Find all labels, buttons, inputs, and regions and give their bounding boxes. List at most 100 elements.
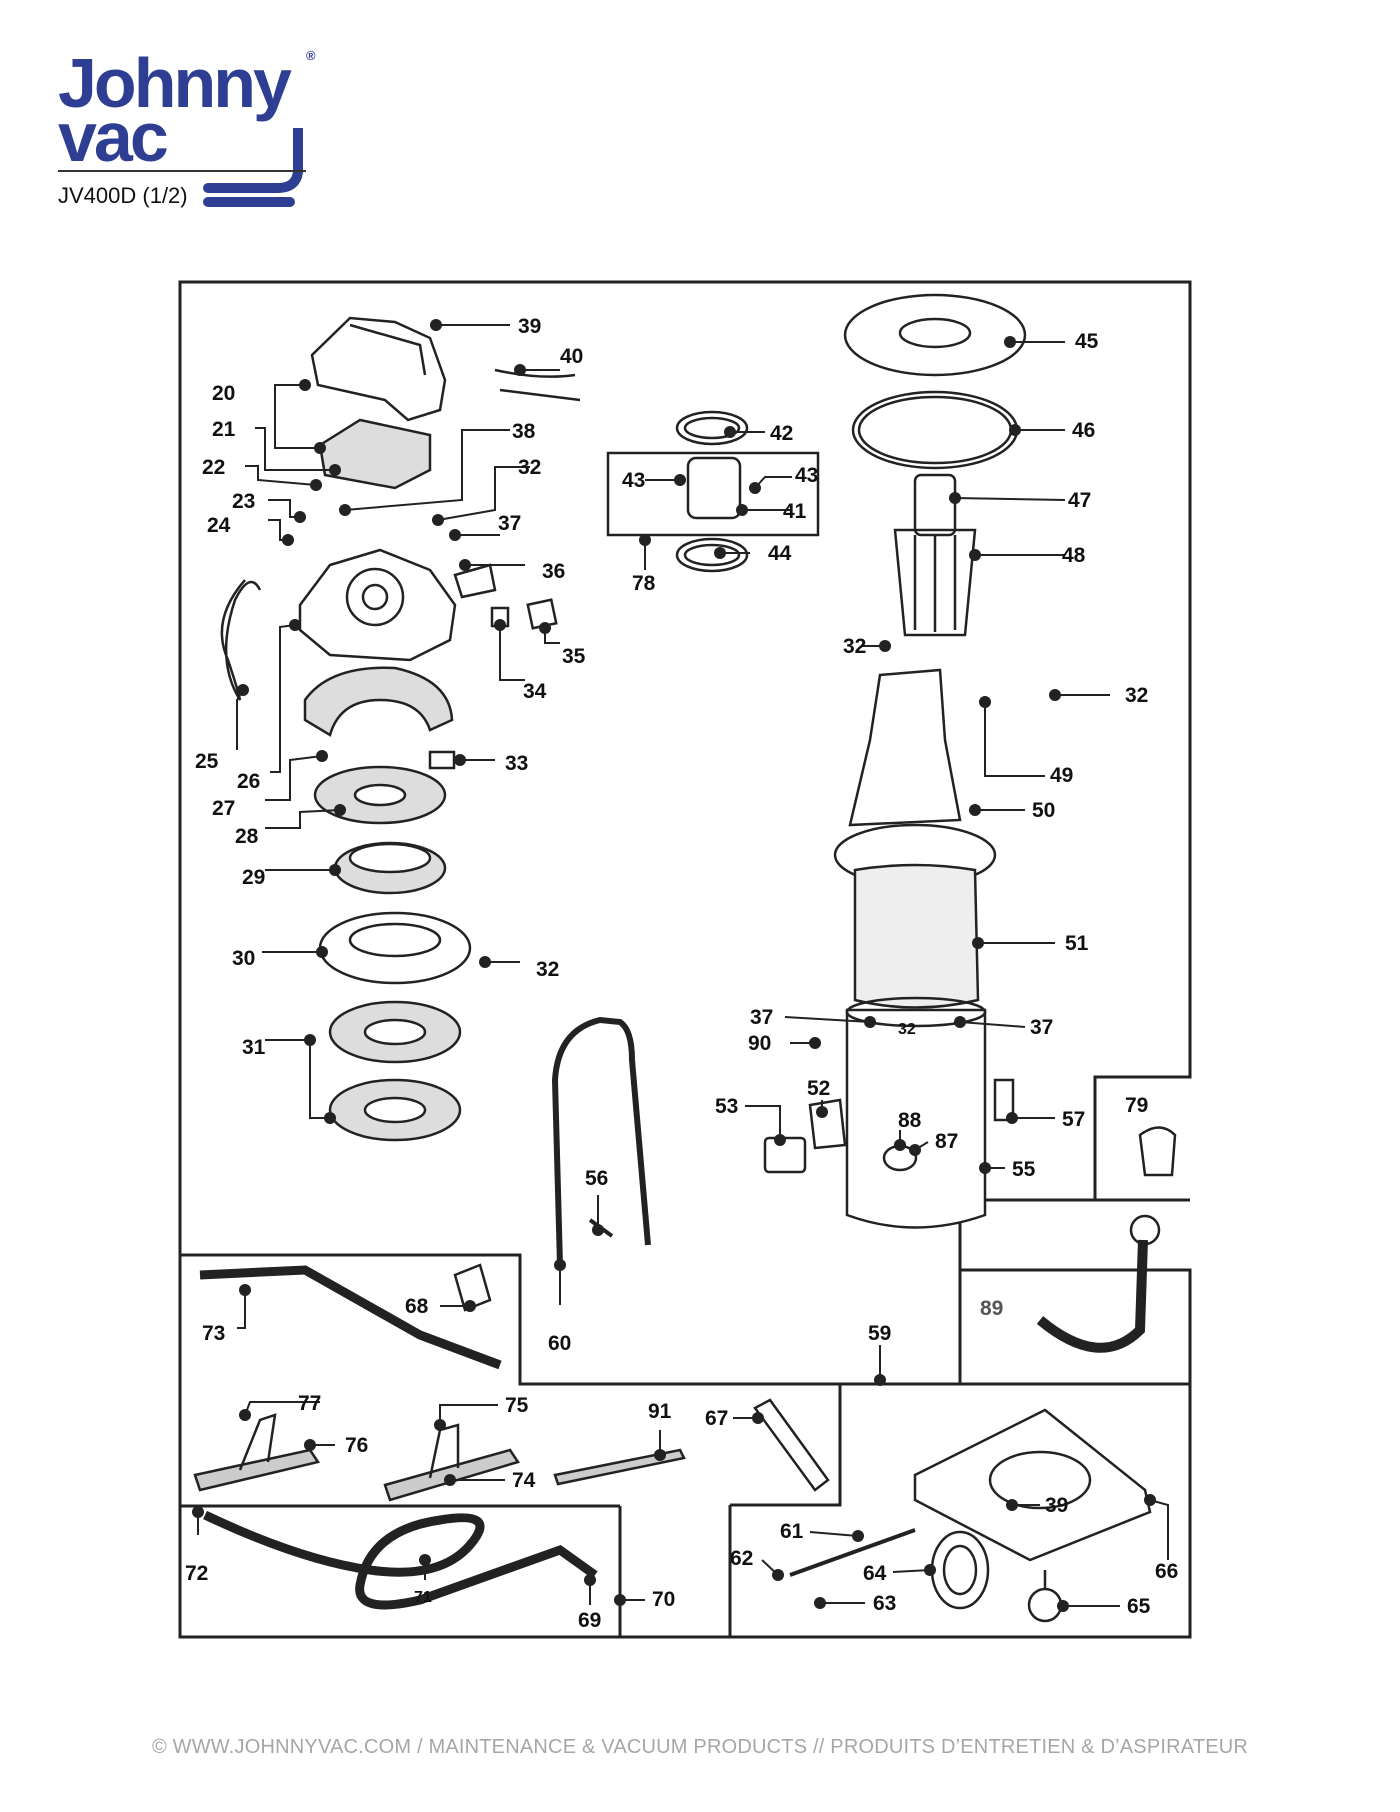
- part-68-tool: [453, 1263, 492, 1312]
- callout-56: 56: [585, 1167, 608, 1190]
- callout-48: 48: [1062, 544, 1086, 567]
- callout-59: 59: [868, 1322, 891, 1345]
- callout-89: 89: [980, 1297, 1003, 1320]
- callout-32: 32: [1125, 684, 1148, 707]
- callout-31: 31: [242, 1036, 266, 1059]
- part-42-gasket: [675, 410, 749, 446]
- callout-22: 22: [202, 456, 225, 479]
- part-46-gasket: [851, 390, 1019, 470]
- callout-65: 65: [1127, 1595, 1151, 1618]
- callout-75: 75: [505, 1394, 529, 1417]
- callout-63: 63: [873, 1592, 896, 1615]
- part-65-caster: [1027, 1587, 1063, 1623]
- callout-88: 88: [898, 1109, 922, 1132]
- callout-43: 43: [795, 464, 818, 487]
- callout-50: 50: [1032, 799, 1055, 822]
- callout-23: 23: [232, 490, 255, 513]
- callout-27: 27: [212, 797, 235, 820]
- callout-68: 68: [405, 1295, 429, 1318]
- footer-copyright: © WWW.JOHNNYVAC.COM / MAINTENANCE & VACU…: [151, 1736, 1249, 1758]
- part-91-squeegee: [553, 1448, 686, 1486]
- part-61-axle: [789, 1528, 916, 1577]
- callout-25: 25: [195, 750, 219, 773]
- callout-39: 39: [1045, 1494, 1068, 1517]
- part-48-cage: [893, 528, 977, 637]
- part-67-crevice-tool: [753, 1398, 830, 1492]
- part-27-foam-ring: [303, 666, 454, 737]
- brand-logo: Johnny vac ®: [58, 44, 320, 207]
- callout-32: 32: [518, 456, 541, 479]
- part-26-head: [298, 548, 457, 662]
- callout-64: 64: [863, 1562, 887, 1585]
- callout-77: 77: [298, 1392, 321, 1415]
- header-rule: [58, 170, 306, 172]
- part-40-wiring: [494, 368, 581, 402]
- callout-32: 32: [843, 635, 866, 658]
- part-89-hose-elbow: [1036, 1239, 1148, 1353]
- part-21-filter: [318, 418, 432, 490]
- callout-78: 78: [632, 572, 656, 595]
- callout-34: 34: [523, 680, 547, 703]
- part-73-wand: [199, 1265, 502, 1370]
- callout-44: 44: [768, 542, 792, 565]
- callout-26: 26: [237, 770, 260, 793]
- callout-40: 40: [560, 345, 583, 368]
- callout-41: 41: [783, 500, 807, 523]
- callout-37: 37: [750, 1006, 773, 1029]
- callout-35: 35: [562, 645, 586, 668]
- callout-55: 55: [1012, 1158, 1036, 1181]
- callout-46: 46: [1072, 419, 1095, 442]
- part-50-cone: [848, 668, 962, 827]
- callout-45: 45: [1075, 330, 1099, 353]
- callout-21: 21: [212, 418, 236, 441]
- callout-57: 57: [1062, 1108, 1085, 1131]
- callout-32: 32: [536, 958, 559, 981]
- callout-42: 42: [770, 422, 793, 445]
- callout-51: 51: [1065, 932, 1089, 955]
- part-60-handle: [551, 1016, 651, 1266]
- callout-61: 61: [780, 1520, 804, 1543]
- logo-text-vac: vac: [58, 98, 169, 176]
- callout-39: 39: [518, 315, 541, 338]
- callout-69: 69: [578, 1609, 601, 1632]
- callout-38: 38: [512, 420, 536, 443]
- part-66-dolly: [913, 1408, 1152, 1562]
- callout-76: 76: [345, 1434, 368, 1457]
- registered-mark: ®: [306, 48, 316, 63]
- callout-71: 71: [414, 1589, 432, 1606]
- part-25-power-cord: [220, 579, 262, 701]
- accessory-panel-border: [180, 1253, 1190, 1388]
- logo-text-johnny: Johnny: [58, 44, 292, 122]
- callout-90: 90: [748, 1032, 771, 1055]
- callout-20: 20: [212, 382, 235, 405]
- model-label: JV400D (1/2): [58, 183, 188, 208]
- callout-30: 30: [232, 947, 255, 970]
- callout-66: 66: [1155, 1560, 1178, 1583]
- callout-37: 37: [1030, 1016, 1053, 1039]
- callout-73: 73: [202, 1322, 225, 1345]
- part-55-tank: [845, 1008, 987, 1229]
- part-71-hose: [203, 1510, 598, 1610]
- callout-43: 43: [622, 469, 645, 492]
- part-33-block: [428, 750, 456, 770]
- part-44-gasket: [675, 537, 749, 573]
- callout-37: 37: [498, 512, 521, 535]
- callout-72: 72: [185, 1562, 208, 1585]
- callout-60: 60: [548, 1332, 571, 1355]
- callout-49: 49: [1050, 764, 1073, 787]
- callout-33: 33: [505, 752, 528, 775]
- callout-67: 67: [705, 1407, 728, 1430]
- part-57-connector: [993, 1078, 1015, 1122]
- part-64-wheel: [930, 1530, 990, 1610]
- part-79-cuff: [1138, 1126, 1177, 1177]
- logo-swoosh-icon: [203, 128, 303, 207]
- part-76-floor-tool: [193, 1448, 321, 1492]
- callout-70: 70: [652, 1588, 675, 1611]
- part-47-tube: [913, 473, 957, 537]
- part-45-collar: [843, 293, 1027, 377]
- callout-29: 29: [242, 866, 265, 889]
- part-36-bracket: [453, 563, 497, 599]
- callout-91: 91: [648, 1400, 672, 1423]
- callout-28: 28: [235, 825, 259, 848]
